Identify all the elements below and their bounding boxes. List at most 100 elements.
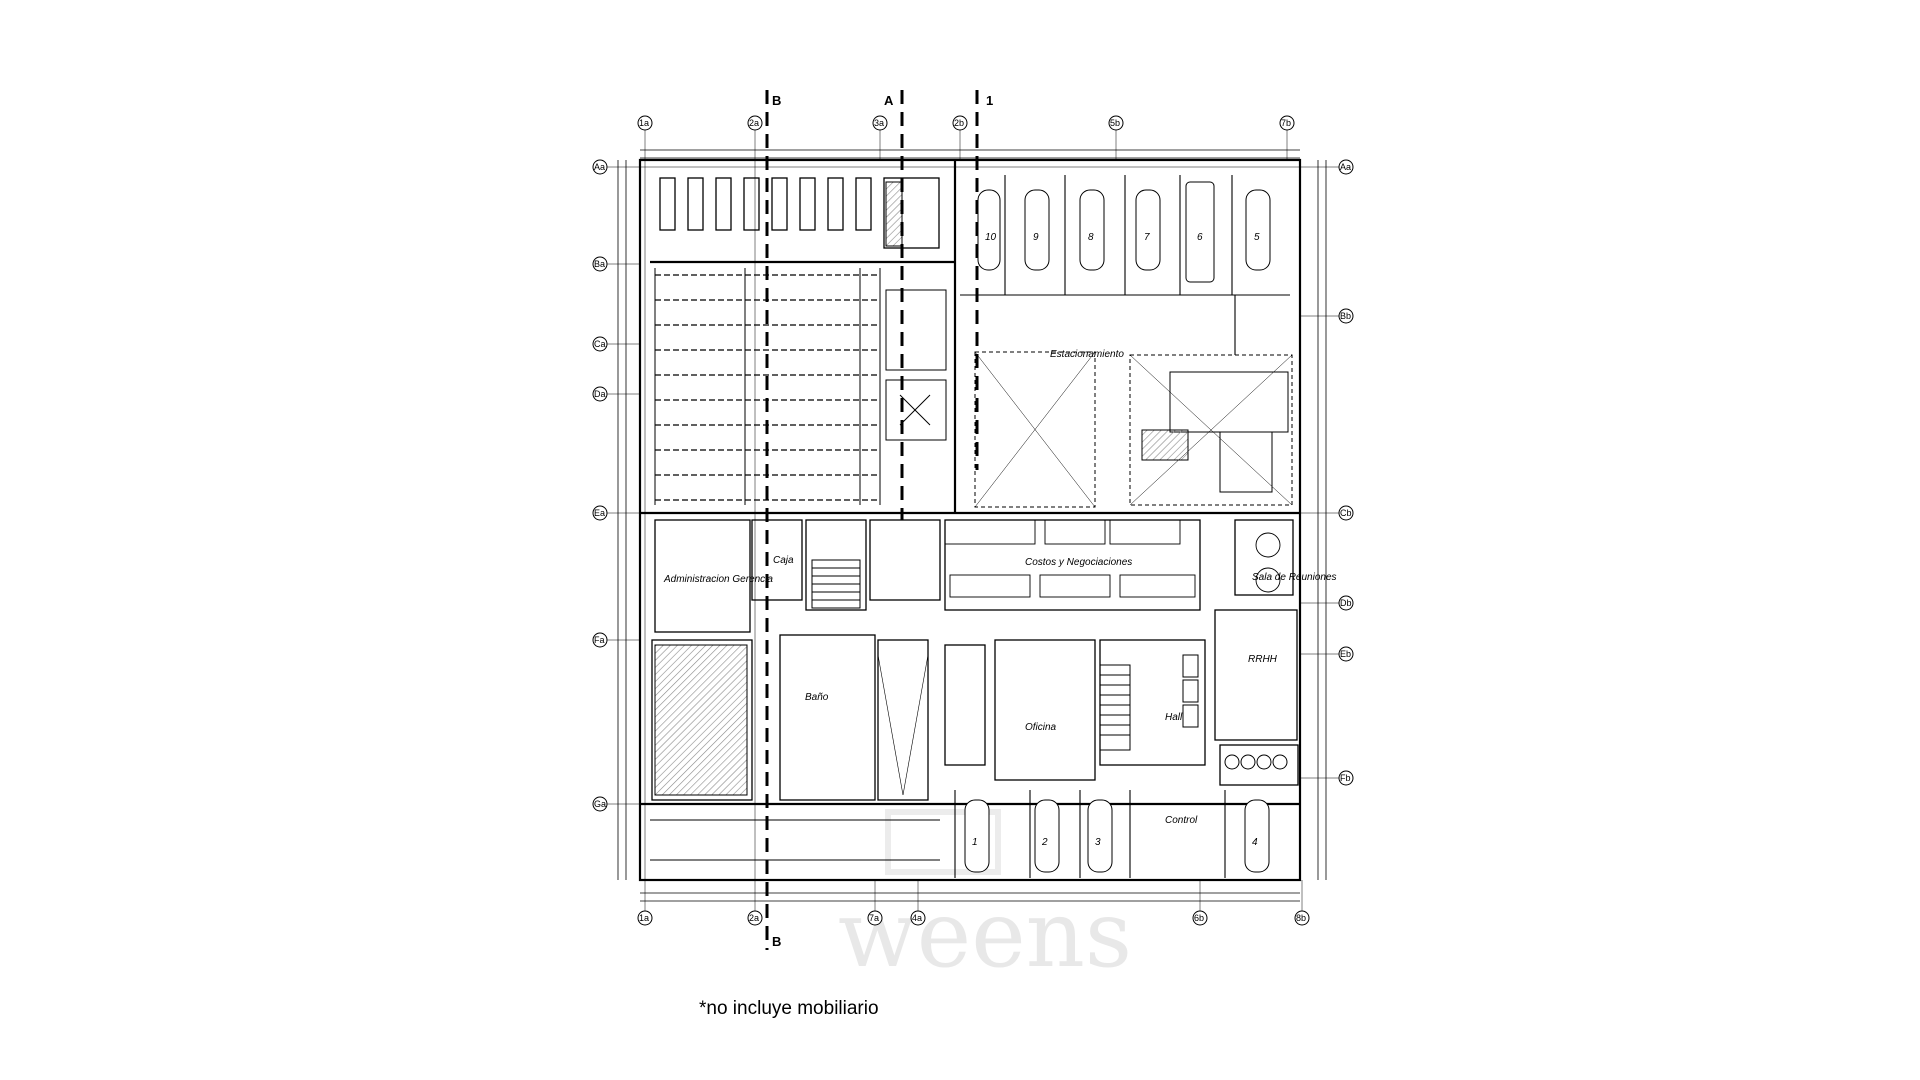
estacionamiento-area [974,351,1293,508]
hatched-stair-top [885,181,903,247]
grid-bubble: Db [1338,595,1354,611]
watermark-text: weens [838,881,1132,988]
bottom-parking [650,790,1226,878]
top-left-stalls [659,177,940,249]
stairs [811,559,1131,751]
grid-bubbles-top: 1a 2a 3a 2b 5b 7b [637,115,1295,131]
svg-text:5b: 5b [1110,118,1120,128]
grid-bubbles-bottom: 1a 2a 7a 4a 6b 8b [637,910,1310,926]
grid-bubble: Aa [1338,159,1354,175]
svg-text:Da: Da [594,389,606,399]
svg-text:2a: 2a [749,118,759,128]
svg-text:1: 1 [972,837,978,848]
svg-text:Aa: Aa [1340,162,1351,172]
parking-numbers-top: 10 9 8 7 6 5 [985,232,1260,243]
svg-text:7: 7 [1144,232,1150,243]
label-sala-reuniones: Sala de Reuniones [1252,572,1337,583]
svg-text:B: B [772,934,781,949]
grid-bubble: Ba [592,256,608,272]
warehouse-columns [654,268,947,505]
grid-bubble: Aa [592,159,608,175]
svg-text:3a: 3a [874,118,884,128]
grid-bubble: Ca [592,336,608,352]
svg-text:Ea: Ea [594,508,605,518]
svg-text:Fb: Fb [1340,773,1351,783]
svg-text:Eb: Eb [1340,649,1351,659]
svg-text:6b: 6b [1194,913,1204,923]
grid-bubble: Fb [1338,770,1354,786]
grid-bubble: 7a [867,910,883,926]
svg-text:1a: 1a [639,118,649,128]
label-oficina: Oficina [1025,722,1057,733]
hatched-storage [654,644,748,796]
grid-bubble: Ga [592,796,608,812]
svg-text:Ga: Ga [594,799,606,809]
svg-text:2a: 2a [749,913,759,923]
grid-bubble: 2b [952,115,968,131]
grid-bubble: 2a [747,115,763,131]
svg-text:8b: 8b [1296,913,1306,923]
svg-text:Cb: Cb [1340,508,1352,518]
svg-text:7b: 7b [1281,118,1291,128]
svg-text:1a: 1a [639,913,649,923]
grid-bubble: 8b [1294,910,1310,926]
label-estacionamiento: Estacionamiento [1050,349,1124,360]
svg-text:2: 2 [1041,837,1048,848]
grid-bubbles-left: Aa Ba Ca Da Ea Fa Ga [592,159,608,812]
hatched-stair-mid [1141,429,1189,461]
watermark-logo [885,809,1001,875]
svg-text:2b: 2b [954,118,964,128]
svg-text:1: 1 [986,93,993,108]
svg-text:Db: Db [1340,598,1352,608]
grid-bubble: Da [592,386,608,402]
grid-bubble: 7b [1279,115,1295,131]
svg-text:5: 5 [1254,232,1260,243]
label-caja: Caja [773,555,794,566]
svg-text:A: A [884,93,894,108]
grid-bubbles-right: Aa Bb Cb Db Eb Fb [1338,159,1354,786]
grid-bubble: 3a [872,115,888,131]
svg-text:Ba: Ba [594,259,605,269]
label-rrhh: RRHH [1248,654,1278,665]
svg-text:7a: 7a [869,913,879,923]
svg-text:Aa: Aa [594,162,605,172]
grid-bubble: 1a [637,910,653,926]
label-hall: Hall [1165,712,1183,723]
label-control: Control [1165,815,1198,826]
svg-text:4: 4 [1252,837,1258,848]
svg-text:3: 3 [1095,837,1101,848]
grid-bubble: 2a [747,910,763,926]
svg-text:B: B [772,93,781,108]
grid-bubble: Ea [592,505,608,521]
svg-text:9: 9 [1033,232,1039,243]
svg-text:10: 10 [985,232,997,243]
svg-text:Bb: Bb [1340,311,1351,321]
svg-text:Ca: Ca [594,339,606,349]
lower-offices [651,634,1206,801]
section-marks: B A 1 B [772,93,993,949]
grid-bubble: 4a [910,910,926,926]
office-desks [944,519,1281,598]
grid-bubble: 5b [1108,115,1124,131]
parking-numbers-bottom: 1 2 3 4 [972,837,1258,848]
svg-text:6: 6 [1197,232,1203,243]
middle-offices [654,519,1299,786]
label-costos: Costos y Negociaciones [1025,557,1132,568]
label-bano: Baño [805,692,829,703]
dimension-lines [617,149,1327,902]
svg-text:4a: 4a [912,913,922,923]
grid-bubble: Bb [1338,308,1354,324]
svg-text:8: 8 [1088,232,1094,243]
svg-text:Fa: Fa [594,635,605,645]
parked-cars-bottom [964,799,1270,873]
grid-bubble: Cb [1338,505,1354,521]
parked-cars-top [977,181,1271,283]
grid-bubble: 6b [1192,910,1208,926]
lockers [1182,654,1288,770]
grid-bubble: Fa [592,632,608,648]
parking-bays [960,175,1290,355]
grid-bubble: Eb [1338,646,1354,662]
footnote-no-furniture: *no incluye mobiliario [699,998,879,1019]
label-administracion: Administracion Gerencia [663,574,773,585]
